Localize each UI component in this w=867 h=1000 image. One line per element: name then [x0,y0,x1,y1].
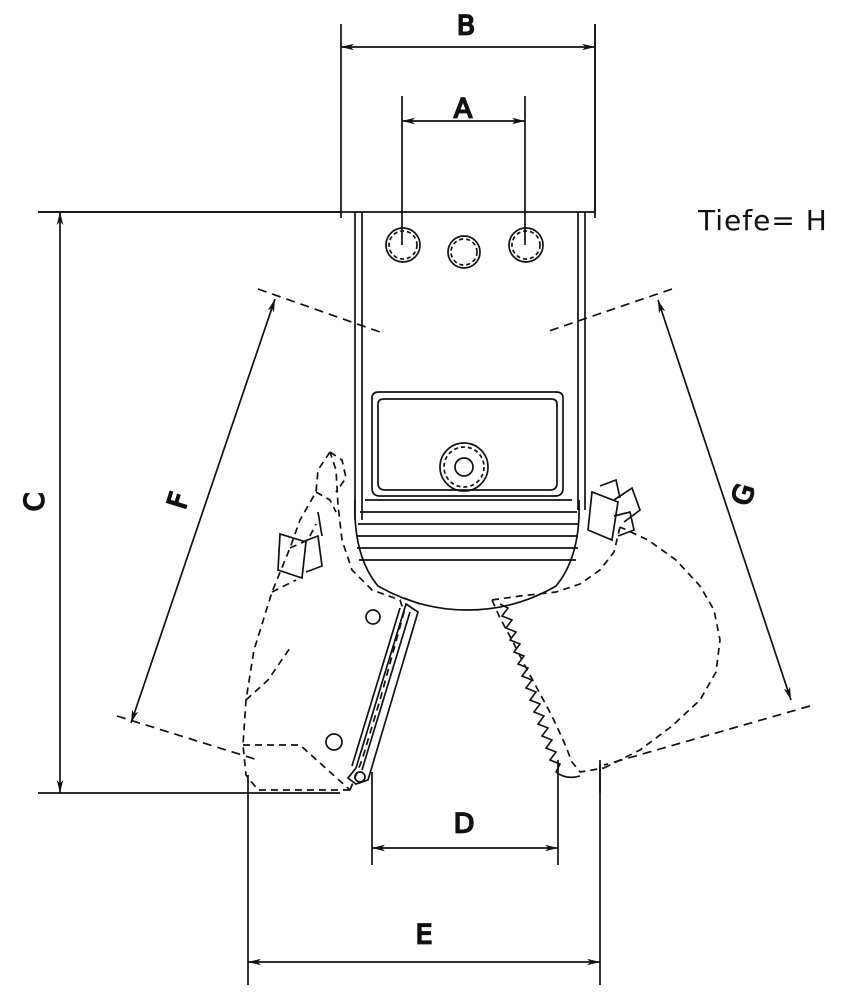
mounting-bracket [38,24,596,520]
dimension-label-F: F [162,489,196,513]
dimension-label-E: E [415,920,432,951]
hydraulic-fitting-left [277,511,323,580]
dimension-G [545,288,811,766]
right-serrated-jaw [491,526,721,773]
dimension-label-C: C [20,493,51,512]
left-jaw-bolt-hole-upper [365,609,381,625]
dimension-label-A: A [454,94,473,125]
hydraulic-fitting-right [587,478,642,542]
bolt-hole-right [508,227,544,263]
dimension-E [247,765,601,985]
dimension-A [401,96,526,245]
serrated-teeth-edge [499,603,581,779]
dimension-label-D: D [454,809,475,840]
depth-annotation-label: Tiefe= H [697,204,828,237]
dimension-label-G: G [726,480,762,509]
bolt-hole-left [385,227,421,263]
bolt-hole-center [447,235,481,269]
jaw-cylinder-rod [346,597,421,785]
dimension-D [371,760,559,865]
dimension-F [116,288,381,761]
central-pivot-hub [439,442,489,492]
left-jaw-bolt-hole-lower [325,733,343,751]
left-bucket-jaw [242,451,405,791]
dimension-label-B: B [457,11,476,42]
hydraulic-cylinder-body [354,391,580,611]
jaw-tip-extension-lines [247,760,601,793]
